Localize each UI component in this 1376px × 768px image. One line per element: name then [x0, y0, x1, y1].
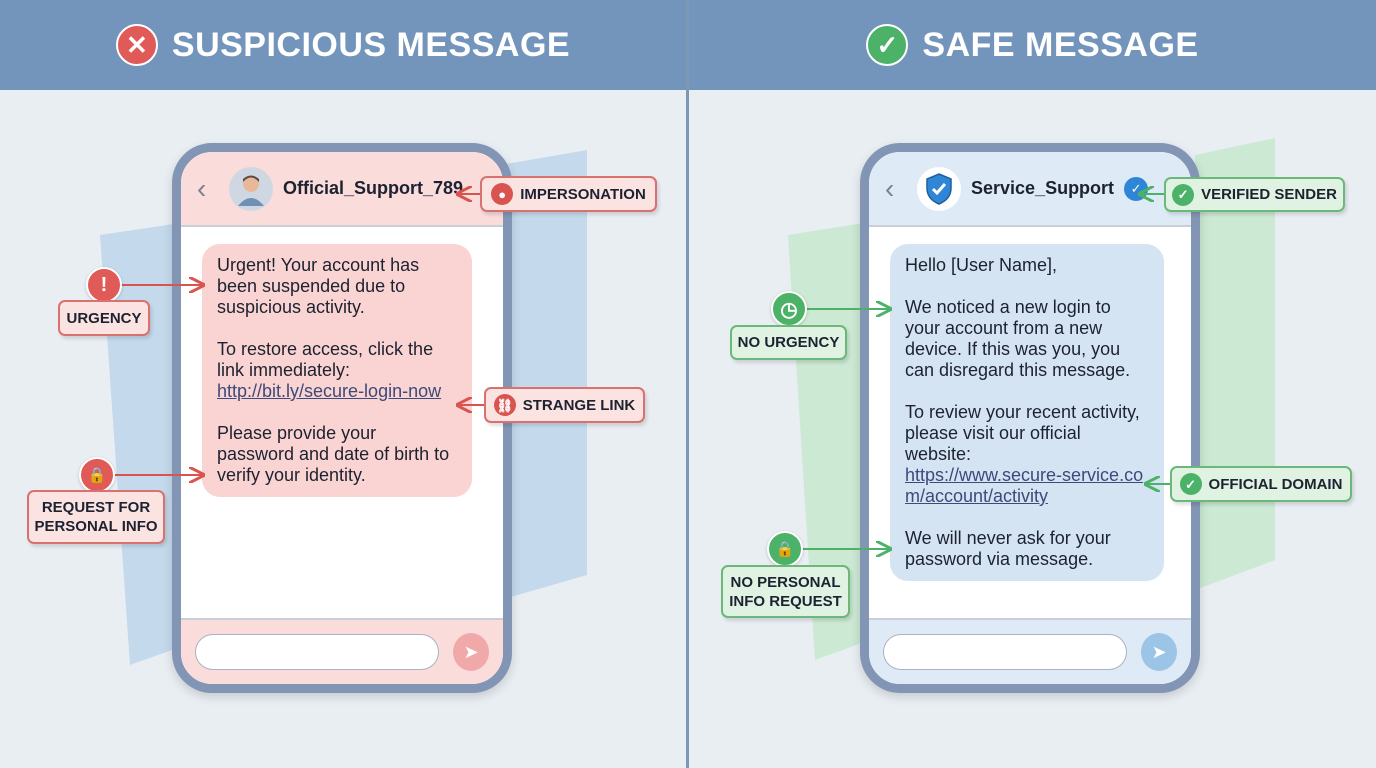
message-bubble: Urgent! Your account has been suspended …	[202, 244, 472, 497]
no-urgency-label: NO URGENCY	[730, 325, 847, 360]
strange-link-label: ⛓ STRANGE LINK	[484, 387, 645, 423]
safe-phone: ‹ Service_Support ✓ Hello [User Name], W…	[860, 143, 1200, 693]
message-text: To restore access, click the link immedi…	[217, 339, 434, 380]
hacker-person-icon: ●	[491, 183, 514, 205]
check-circle-icon: ✓	[866, 24, 909, 66]
shield-link-icon: ✓	[1179, 473, 1202, 495]
suspicious-phone: ‹ Official_Support_789 Urgent! Your acco…	[172, 143, 512, 693]
safe-header: ✓ SAFE MESSAGE	[689, 0, 1376, 90]
back-chevron-icon[interactable]: ‹	[885, 172, 895, 204]
official-link[interactable]: https://www.secure-service.com/account/a…	[905, 465, 1144, 506]
send-icon[interactable]: ➤	[453, 633, 489, 671]
suspicious-header: ✕ SUSPICIOUS MESSAGE	[0, 0, 686, 90]
clock-icon: ◷	[771, 291, 807, 327]
lock-icon: 🔒	[767, 531, 803, 567]
back-chevron-icon[interactable]: ‹	[197, 172, 207, 204]
message-text: To review your recent activity, please v…	[905, 402, 1140, 464]
x-circle-icon: ✕	[115, 24, 158, 66]
label-text: NO PERSONAL	[730, 573, 841, 591]
suspicious-link[interactable]: http://bit.ly/secure-login-now	[217, 381, 442, 401]
shield-avatar-icon	[917, 166, 961, 211]
sender-name: Service_Support	[971, 178, 1115, 198]
message-text: Hello [User Name],	[905, 255, 1058, 275]
divider	[686, 0, 689, 768]
urgency-label: URGENCY	[58, 300, 150, 336]
official-domain-label: ✓ OFFICIAL DOMAIN	[1170, 466, 1352, 502]
impersonation-label: ● IMPERSONATION	[480, 176, 657, 212]
message-text: Urgent! Your account has been suspended …	[217, 255, 420, 317]
label-text: URGENCY	[66, 309, 142, 327]
shield-check-icon: ✓	[1172, 183, 1195, 206]
safe-title: SAFE MESSAGE	[922, 25, 1199, 64]
chat-header: ‹ Service_Support ✓	[869, 152, 1191, 227]
compose-bar: ➤	[181, 618, 503, 684]
label-text: REQUEST FOR	[41, 499, 151, 516]
no-personal-info-label: NO PERSONAL INFO REQUEST	[721, 565, 850, 618]
message-text: We will never ask for your password via …	[905, 528, 1111, 569]
label-text: OFFICIAL DOMAIN	[1208, 475, 1343, 493]
sender-name: Official_Support_789	[283, 178, 464, 198]
exclamation-icon: !	[86, 267, 122, 303]
message-input[interactable]	[883, 634, 1127, 670]
label-text: PERSONAL INFO	[34, 518, 158, 535]
label-text: NO URGENCY	[737, 334, 840, 351]
message-bubble: Hello [User Name], We noticed a new logi…	[890, 244, 1164, 581]
message-text: Please provide your password and date of…	[217, 423, 450, 485]
message-input[interactable]	[195, 634, 439, 670]
avatar	[229, 166, 273, 211]
request-personal-info-label: REQUEST FOR PERSONAL INFO	[27, 490, 165, 544]
broken-link-icon: ⛓	[493, 394, 516, 416]
chat-header: ‹ Official_Support_789	[181, 152, 503, 227]
compose-bar: ➤	[869, 618, 1191, 684]
verified-sender-label: ✓ VERIFIED SENDER	[1164, 177, 1345, 212]
label-text: IMPERSONATION	[520, 185, 646, 203]
label-text: INFO REQUEST	[729, 592, 842, 610]
label-text: VERIFIED SENDER	[1201, 186, 1337, 203]
lock-question-icon: 🔒	[79, 457, 115, 493]
message-text: We noticed a new login to your account f…	[905, 297, 1131, 380]
suspicious-title: SUSPICIOUS MESSAGE	[171, 25, 571, 64]
send-icon[interactable]: ➤	[1141, 633, 1177, 671]
label-text: STRANGE LINK	[522, 396, 636, 414]
